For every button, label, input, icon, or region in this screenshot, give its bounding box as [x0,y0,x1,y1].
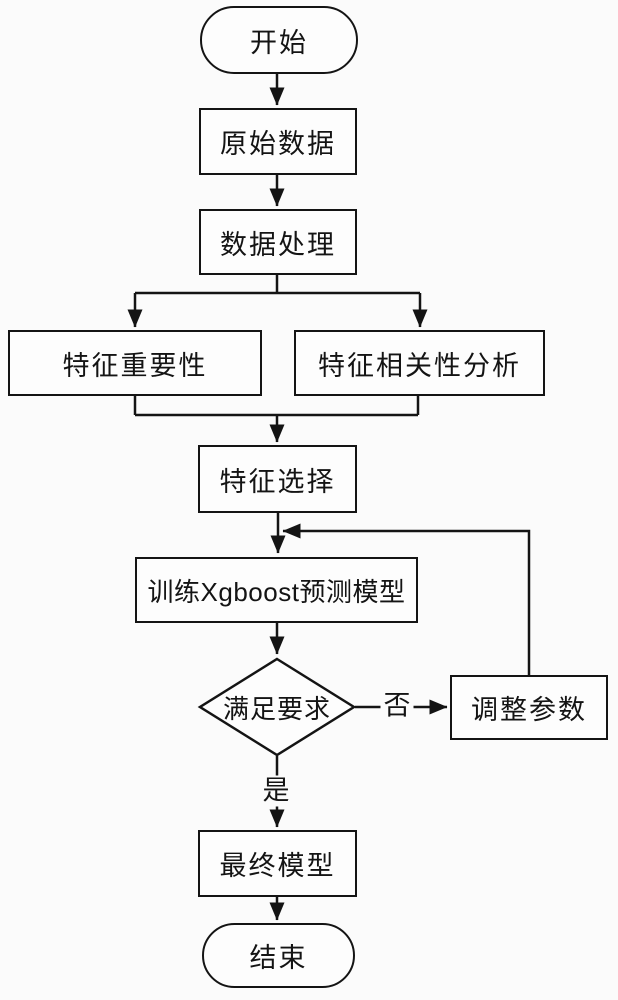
feature-importance-node-label: 特征重要性 [62,350,208,381]
feature-selection-node: 特征选择 [198,445,357,513]
decision-node-label: 满足要求 [222,693,331,724]
data-processing-node: 数据处理 [199,209,357,275]
train-model-node: 训练Xgboost预测模型 [135,557,418,623]
feature-selection-node-label: 特征选择 [219,466,336,497]
edge-adjust-params-feedback-to-train-model [282,523,531,675]
end-node-label: 结束 [249,943,308,973]
data-processing-node-label: 数据处理 [220,229,336,260]
edge-label-yes: 是 [259,775,293,807]
final-model-node-label: 最终模型 [219,851,336,881]
raw-data-node-label: 原始数据 [220,129,336,159]
decision-diamond-shape [197,657,357,757]
adjust-params-node: 调整参数 [450,675,608,740]
feature-correlation-node-label: 特征相关性分析 [318,350,521,381]
start-node: 开始 [200,6,358,74]
raw-data-node: 原始数据 [199,108,357,175]
final-model-node: 最终模型 [198,830,357,897]
decision-node: 满足要求 [198,657,356,757]
adjust-params-node-label: 调整参数 [471,695,587,725]
feature-correlation-node: 特征相关性分析 [294,330,545,396]
train-model-node-label: 训练Xgboost预测模型 [147,576,406,607]
edge-label-no: 否 [380,690,414,722]
feature-importance-node: 特征重要性 [8,330,262,396]
start-node-label: 开始 [250,27,308,58]
end-node: 结束 [202,923,355,988]
